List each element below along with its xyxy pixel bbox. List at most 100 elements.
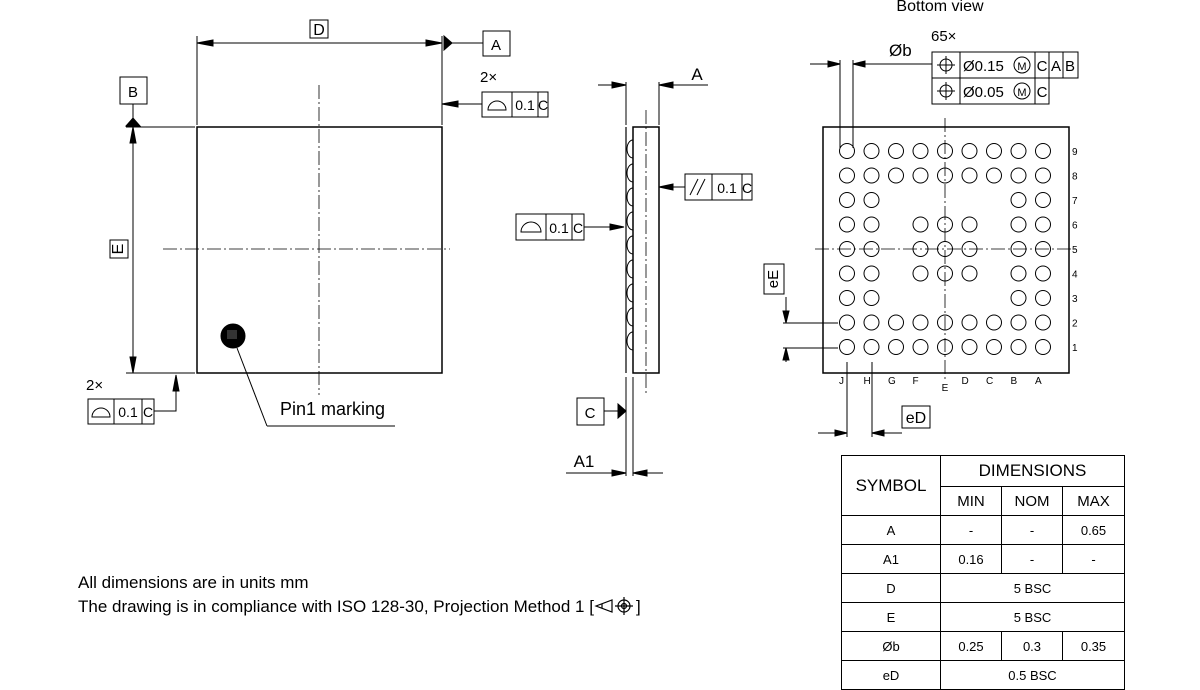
- table-row: eD 0.5 BSC: [841, 660, 1125, 690]
- column-label: D: [962, 376, 969, 387]
- solder-ball-H2: [863, 314, 880, 331]
- svg-text:C: C: [1037, 84, 1048, 101]
- dimensions-table: SYMBOL DIMENSIONS MIN NOM MAX A - - 0.65…: [841, 455, 1125, 690]
- solder-ball-G9: [888, 143, 904, 159]
- svg-text:C: C: [573, 220, 583, 236]
- dimensions-header: DIMENSIONS: [940, 455, 1125, 487]
- package-drawing: D A 2× 0.1 C B E 2× 0.1 C: [86, 0, 1079, 477]
- solder-ball-D9: [961, 143, 978, 159]
- row-label: 8: [1072, 172, 1078, 183]
- solder-ball-H9: [863, 143, 880, 159]
- solder-ball-D4: [961, 265, 978, 282]
- iso-note-text: The drawing is in compliance with ISO 12…: [78, 597, 594, 616]
- solder-ball-F4: [912, 265, 929, 282]
- column-label: F: [913, 376, 919, 387]
- solder-ball-F5: [912, 241, 929, 257]
- solder-ball-D5: [961, 241, 978, 257]
- table-row: Øb 0.25 0.3 0.35: [841, 631, 1125, 661]
- solder-ball-H7: [863, 192, 880, 208]
- bottom-view-title: Bottom view: [896, 0, 984, 15]
- solder-ball-F1: [912, 339, 929, 355]
- solder-ball-H6: [863, 216, 880, 233]
- solder-ball-J6: [839, 216, 855, 233]
- table-row: E 5 BSC: [841, 602, 1125, 632]
- solder-ball-E9: [937, 143, 953, 159]
- row-label: 4: [1072, 270, 1078, 281]
- solder-ball-J1: [839, 339, 855, 355]
- solder-ball-F6: [912, 216, 929, 233]
- table-row: A - - 0.65: [841, 515, 1125, 545]
- svg-text:0.1: 0.1: [717, 180, 737, 196]
- svg-text:M: M: [1017, 61, 1026, 73]
- solder-ball-B9: [1010, 143, 1027, 159]
- column-label: C: [986, 376, 993, 387]
- solder-ball-E5: [937, 241, 953, 257]
- solder-balls-side: [626, 139, 634, 351]
- column-label: J: [839, 376, 844, 387]
- svg-text:C: C: [742, 180, 752, 196]
- solder-ball-G8: [888, 167, 904, 184]
- solder-ball-B1: [1010, 339, 1027, 355]
- nom-header: NOM: [1001, 486, 1063, 516]
- solder-ball-E1: [937, 339, 953, 355]
- count-2x-top: 2×: [480, 69, 497, 86]
- row-label: 2: [1072, 319, 1078, 330]
- svg-text:C: C: [1037, 58, 1048, 75]
- package-outline-bottom: [822, 126, 1070, 374]
- svg-text:C: C: [143, 404, 153, 420]
- column-label: A: [1035, 376, 1042, 387]
- row-label: 6: [1072, 221, 1078, 232]
- solder-ball-E6: [937, 216, 953, 233]
- solder-ball-G2: [888, 314, 904, 331]
- row-label: 9: [1072, 147, 1078, 158]
- solder-ball-E4: [937, 265, 953, 282]
- dim-e-label: E: [110, 244, 127, 255]
- dim-a1-label: A1: [574, 452, 595, 471]
- package-outline-top: [196, 126, 443, 374]
- solder-ball-B8: [1010, 167, 1027, 184]
- solder-ball-A3: [1035, 290, 1051, 306]
- table-row: D 5 BSC: [841, 573, 1125, 603]
- solder-ball-J2: [839, 314, 855, 331]
- datum-b-box: B: [128, 84, 138, 101]
- top-view: D A 2× 0.1 C B E 2× 0.1 C: [86, 19, 549, 427]
- column-label: E: [942, 383, 949, 394]
- solder-ball-C9: [986, 143, 1002, 159]
- dim-ee-label: eE: [765, 270, 782, 288]
- solder-ball-B6: [1010, 216, 1027, 233]
- solder-ball-A2: [1035, 314, 1051, 331]
- solder-ball-J8: [839, 167, 855, 184]
- iso-note: The drawing is in compliance with ISO 12…: [78, 596, 641, 618]
- solder-ball-H3: [863, 290, 880, 306]
- solder-ball-C2: [986, 314, 1002, 331]
- solder-ball-B7: [1010, 192, 1027, 208]
- row-label: 7: [1072, 196, 1078, 207]
- solder-ball-A5: [1035, 241, 1051, 257]
- column-label: H: [864, 376, 871, 387]
- dim-b-label: Øb: [889, 41, 912, 60]
- column-label: G: [888, 376, 896, 387]
- solder-ball-B5: [1010, 241, 1027, 257]
- solder-ball-A8: [1035, 167, 1051, 184]
- svg-text:0.1: 0.1: [118, 404, 138, 420]
- solder-ball-A7: [1035, 192, 1051, 208]
- side-view: A 0.1 C 0.1 C C A1: [515, 65, 753, 477]
- ball-count-label: 65×: [931, 28, 956, 45]
- solder-ball-D2: [961, 314, 978, 331]
- solder-ball-H1: [863, 339, 880, 355]
- solder-ball-D6: [961, 216, 978, 233]
- min-header: MIN: [940, 486, 1002, 516]
- solder-ball-A4: [1035, 265, 1051, 282]
- solder-ball-H4: [863, 265, 880, 282]
- solder-ball-G1: [888, 339, 904, 355]
- solder-ball-A1: [1035, 339, 1051, 355]
- solder-ball-D1: [961, 339, 978, 355]
- svg-text:C: C: [538, 97, 548, 113]
- table-row: A1 0.16 - -: [841, 544, 1125, 574]
- symbol-header: SYMBOL: [841, 455, 941, 516]
- svg-text:0.1: 0.1: [515, 97, 535, 113]
- solder-ball-J4: [839, 265, 855, 282]
- solder-ball-E8: [937, 167, 953, 184]
